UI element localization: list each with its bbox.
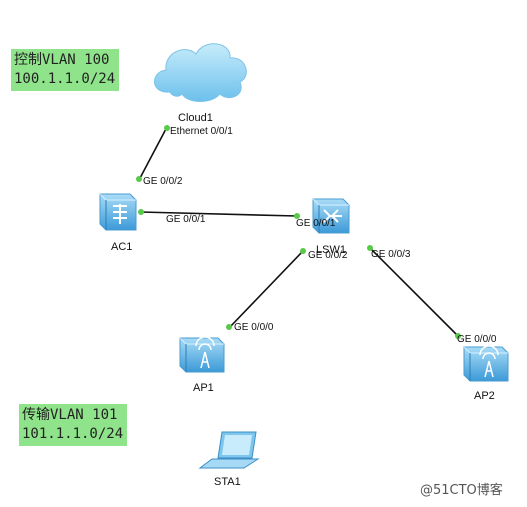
note-transport-vlan-title: 传输VLAN 101 (22, 407, 118, 423)
ac-sw-port-label: GE 0/0/1 (166, 214, 206, 225)
ap2-port-label: GE 0/0/0 (457, 334, 497, 345)
sw-ap1-port-label: GE 0/0/2 (308, 250, 348, 261)
note-transport-vlan-subnet: 101.1.1.0/24 (22, 426, 124, 442)
cloud-icon[interactable] (154, 43, 247, 102)
ap1-label: AP1 (193, 382, 214, 394)
port-dot-ac-sw (138, 209, 144, 215)
ap2-label: AP2 (474, 390, 495, 402)
port-dot-ac-up (136, 176, 142, 182)
port-dot-ap1 (226, 324, 232, 330)
port-dot-sw-ap2 (367, 245, 373, 251)
ap2-icon[interactable] (463, 345, 509, 382)
link-ac-switch (139, 211, 298, 217)
note-control-vlan-title: 控制VLAN 100 (14, 52, 110, 68)
cloud-port-label: Ethernet 0/0/1 (170, 126, 233, 137)
switch-icon[interactable] (312, 198, 350, 234)
sw-ap2-port-label: GE 0/0/3 (371, 249, 411, 260)
link-cloud-ac (138, 126, 168, 181)
watermark: @51CTO博客 (420, 482, 503, 498)
port-dot-sw-ac (294, 213, 300, 219)
note-control-vlan-subnet: 100.1.1.0/24 (14, 71, 116, 87)
ap1-icon[interactable] (179, 336, 225, 373)
sw-ac-port-label: GE 0/0/1 (296, 218, 336, 229)
sta-label: STA1 (214, 476, 241, 488)
laptop-icon[interactable] (198, 431, 260, 469)
link-switch-ap2 (369, 247, 459, 337)
link-switch-ap1 (228, 250, 304, 329)
port-dot-ap2 (455, 333, 461, 339)
note-control-vlan: 控制VLAN 100 100.1.1.0/24 (11, 49, 120, 91)
ac-label: AC1 (111, 241, 132, 253)
port-dot-sw-ap1 (300, 248, 306, 254)
port-dot-cloud (164, 125, 170, 131)
ap1-port-label: GE 0/0/0 (234, 322, 274, 333)
cloud-label: Cloud1 (178, 112, 213, 124)
switch-label: LSW1 (316, 244, 346, 256)
note-transport-vlan: 传输VLAN 101 101.1.1.0/24 (19, 404, 128, 446)
ac-up-port-label: GE 0/0/2 (143, 176, 183, 187)
access-controller-icon[interactable] (99, 193, 137, 231)
